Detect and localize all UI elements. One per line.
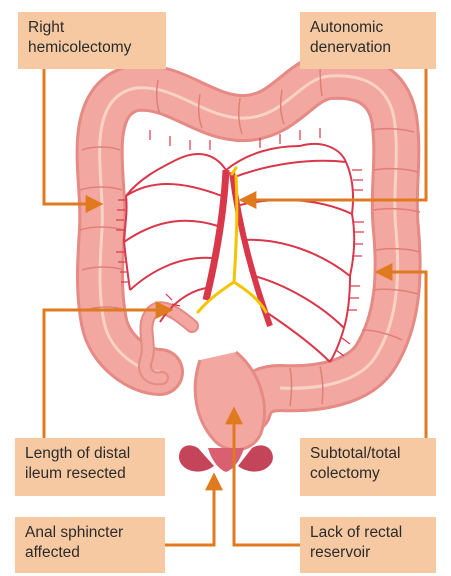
label-length-distal-ileum: Length of distal ileum resected — [15, 438, 165, 496]
label-subtotal-colectomy: Subtotal/total colectomy — [300, 438, 436, 496]
main-artery — [206, 170, 226, 300]
anal-sphincter — [179, 445, 273, 472]
rectum — [195, 352, 264, 450]
mesenteric-vessels — [124, 144, 354, 362]
label-autonomic-denervation: Autonomic denervation — [300, 12, 436, 69]
label-anal-sphincter: Anal sphincter affected — [15, 517, 165, 573]
anal-sphincter-pointer — [165, 476, 214, 545]
label-right-hemicolectomy: Right hemicolectomy — [18, 12, 166, 69]
label-rectal-reservoir: Lack of rectal reservoir — [300, 517, 436, 573]
